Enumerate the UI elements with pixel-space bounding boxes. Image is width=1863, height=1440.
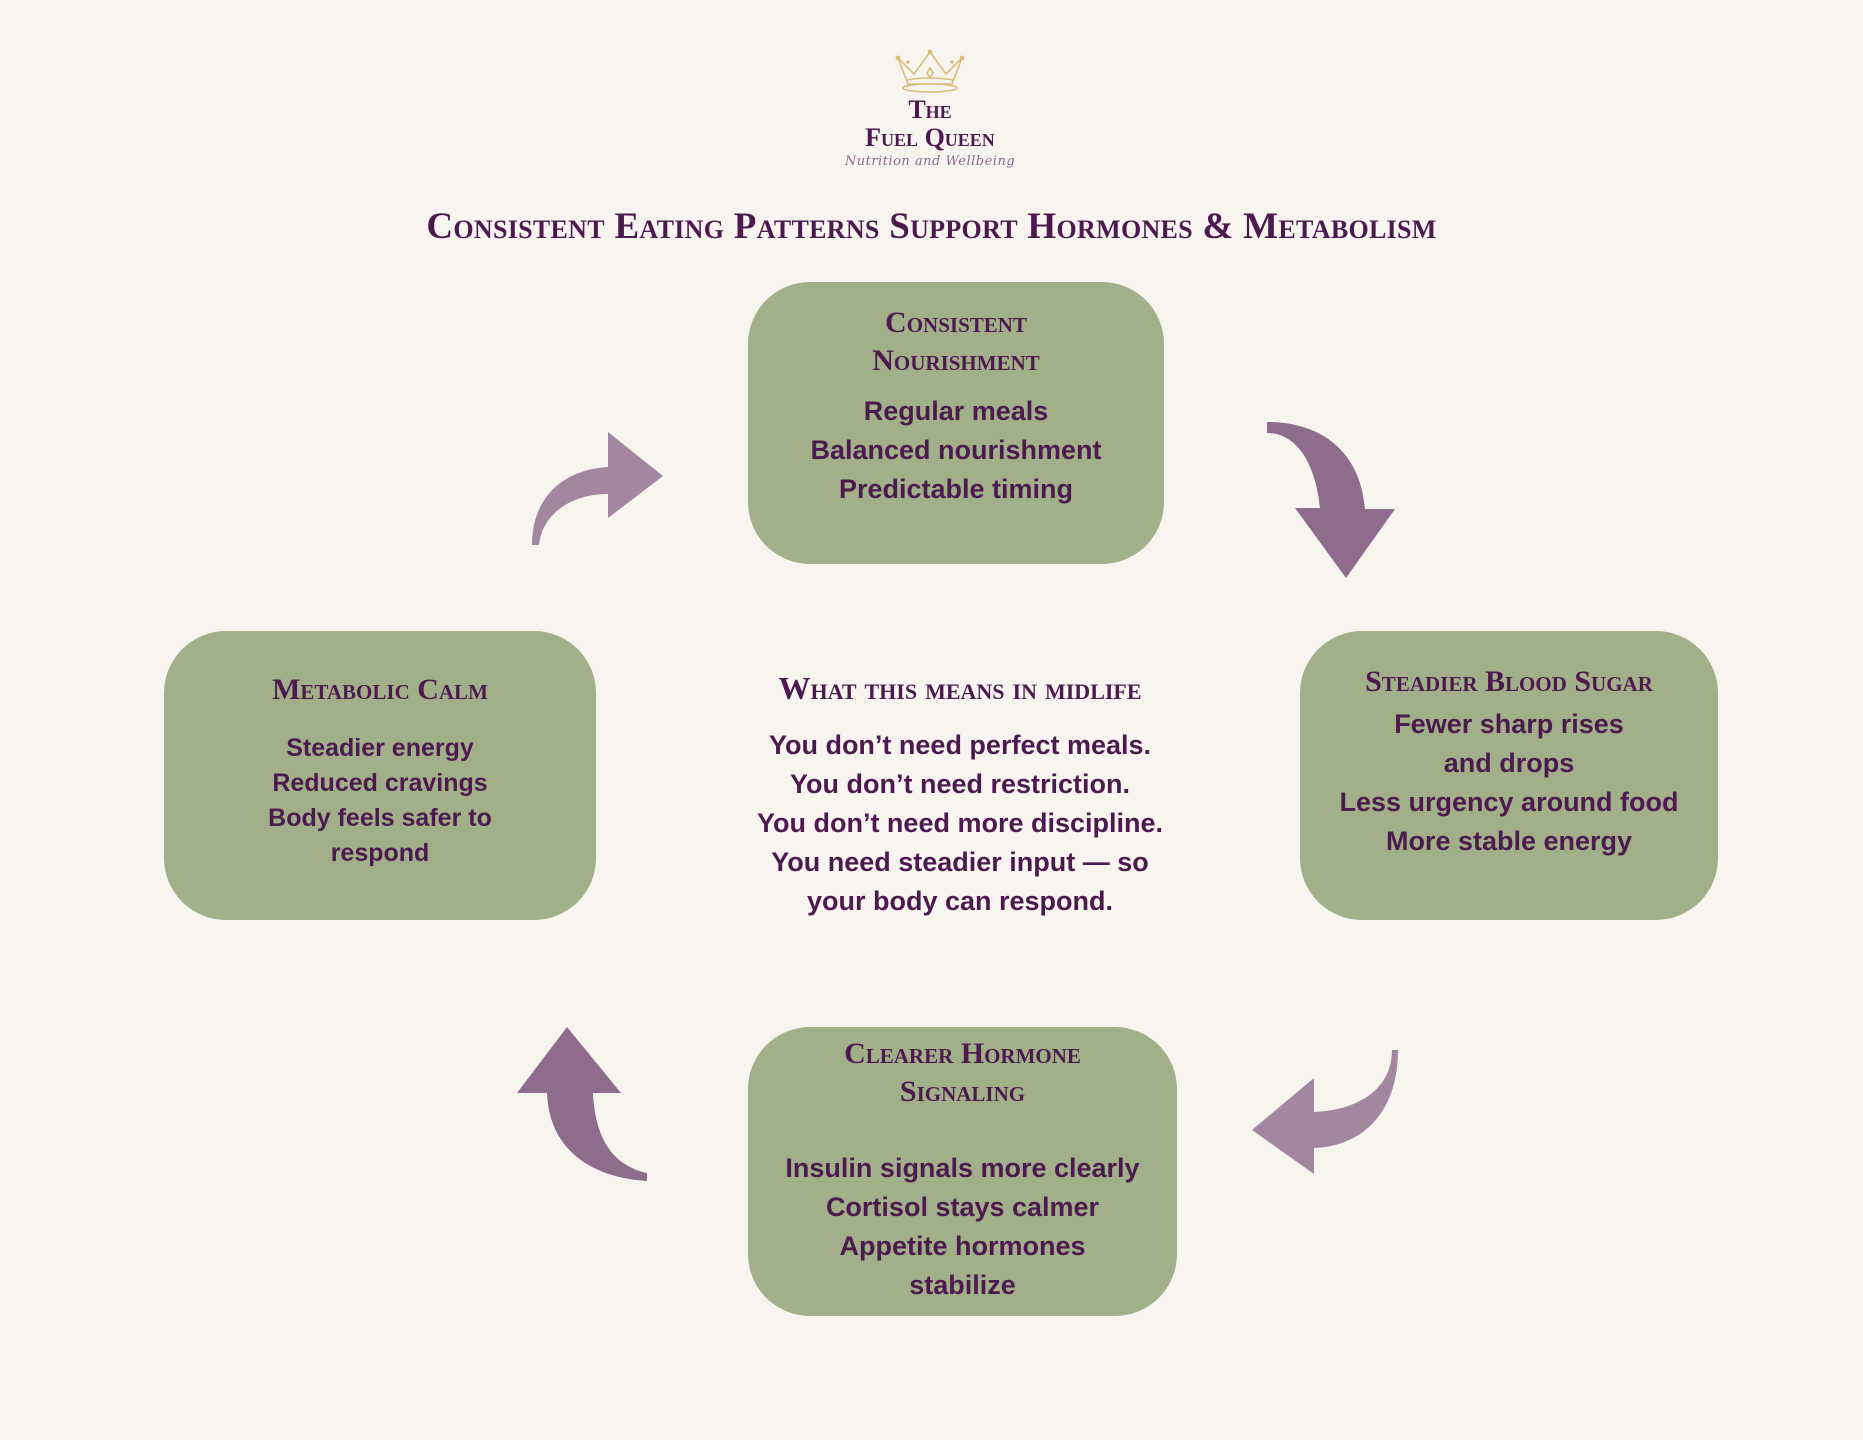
curved-arrow-down-icon — [1267, 422, 1395, 578]
center-line: You need steadier input — so — [771, 847, 1149, 877]
brand-logo: The Fuel Queen Nutrition and Wellbeing — [830, 48, 1030, 198]
cycle-box-clearer-hormone-signaling: Clearer Hormone Signaling Insulin signal… — [748, 1027, 1177, 1316]
box-line: respond — [330, 839, 430, 867]
curved-arrow-up-icon — [517, 1027, 647, 1181]
cycle-box-metabolic-calm: Metabolic Calm Steadier energy Reduced c… — [164, 631, 596, 920]
curved-arrow-left-icon — [1252, 1050, 1398, 1174]
box-line: and drops — [1443, 748, 1575, 778]
box-heading: Signaling — [899, 1075, 1026, 1108]
center-line: You don’t need perfect meals. — [768, 730, 1152, 760]
box-line: Insulin signals more clearly — [785, 1153, 1140, 1183]
box-line: stabilize — [909, 1270, 1016, 1300]
box-line: More stable energy — [1385, 826, 1633, 856]
box-heading: Metabolic Calm — [272, 673, 488, 706]
box-line: Cortisol stays calmer — [825, 1192, 1100, 1222]
center-line: You don’t need restriction. — [789, 769, 1131, 799]
box-line: Regular meals — [863, 396, 1049, 426]
center-message: What this means in midlife You don’t nee… — [700, 668, 1220, 921]
curved-arrow-right-icon — [532, 432, 663, 545]
box-line: Balanced nourishment — [810, 435, 1102, 465]
brand-name-line2: Fuel Queen — [865, 123, 995, 152]
box-line: Reduced cravings — [272, 769, 488, 797]
box-line: Less urgency around food — [1339, 787, 1679, 817]
box-line: Fewer sharp rises — [1394, 709, 1624, 739]
brand-name-line1: The — [908, 95, 952, 124]
brand-tagline: Nutrition and Wellbeing — [844, 154, 1016, 169]
box-heading: Nourishment — [872, 344, 1040, 377]
cycle-box-steadier-blood-sugar: Steadier Blood Sugar Fewer sharp rises a… — [1300, 631, 1718, 920]
box-line: Steadier energy — [286, 734, 474, 762]
center-line: your body can respond. — [806, 886, 1114, 916]
center-heading: What this means in midlife — [778, 670, 1142, 706]
box-line: Predictable timing — [838, 474, 1074, 504]
box-line: Appetite hormones — [839, 1231, 1086, 1261]
box-heading: Consistent — [885, 306, 1027, 339]
box-heading: Steadier Blood Sugar — [1365, 665, 1653, 698]
page-title: Consistent Eating Patterns Support Hormo… — [426, 206, 1437, 247]
box-line: Body feels safer to — [268, 804, 492, 832]
crown-icon — [895, 49, 965, 93]
box-heading: Clearer Hormone — [844, 1037, 1081, 1070]
center-line: You don’t need more discipline. — [756, 808, 1164, 838]
cycle-box-consistent-nourishment: Consistent Nourishment Regular meals Bal… — [748, 282, 1164, 564]
